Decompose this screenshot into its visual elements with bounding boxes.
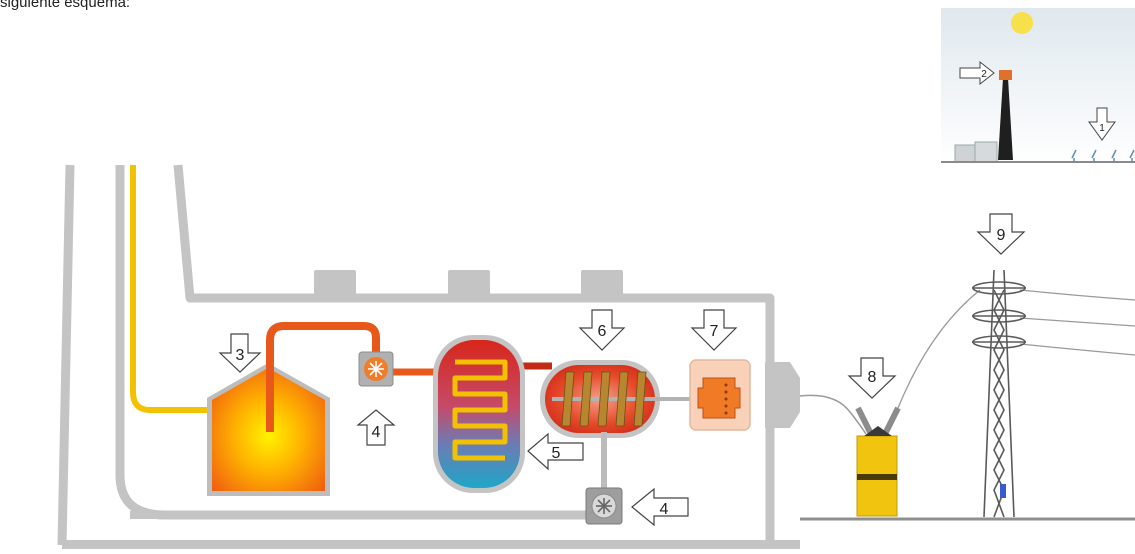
pump-star-icon (368, 361, 384, 377)
building-outline (57, 164, 800, 550)
arrow-9: 9 (976, 213, 1026, 255)
turbine-blades (561, 371, 647, 427)
transformer-to-tower-line (897, 289, 981, 409)
power-cables (1019, 289, 1135, 356)
sky-background (941, 8, 1135, 164)
solar-tower (998, 78, 1013, 160)
generator-dots (724, 383, 728, 415)
arrow-4-lower: 4 (631, 487, 689, 527)
arrow-6: 6 (578, 309, 626, 351)
arrow-1: 1 (1088, 107, 1116, 141)
arrow-7: 7 (690, 309, 738, 351)
fuel-pipe (130, 165, 212, 413)
arrow-5-label: 5 (552, 445, 561, 462)
arrow-6-label: 6 (598, 323, 607, 340)
generator-cable (799, 394, 867, 435)
tower-marker (1000, 484, 1006, 498)
generator (689, 359, 751, 431)
arrow-8-label: 8 (868, 369, 877, 386)
plant-building (954, 144, 978, 163)
arrow-9-label: 9 (997, 227, 1006, 244)
roof-vents (314, 270, 623, 300)
arrow-5: 5 (527, 432, 584, 471)
condenser-coil (452, 359, 508, 461)
arrow-2: 2 (959, 60, 995, 86)
pump-star-icon (596, 498, 612, 514)
upper-pump (358, 351, 394, 387)
arrow-3-label: 3 (236, 347, 245, 364)
arrow-2-label: 2 (981, 69, 987, 80)
building-right-wall (766, 300, 774, 548)
arrow-3: 3 (218, 333, 262, 373)
transformer (855, 406, 901, 517)
caption-text: siguiente esquema: (0, 0, 131, 11)
transmission-tower (972, 269, 1026, 518)
tower-receiver (999, 70, 1012, 80)
arrow-4-upper-label: 4 (372, 424, 381, 441)
arrow-8: 8 (847, 357, 897, 399)
solar-tower-inset: 2 1 (941, 8, 1135, 164)
arrow-4-lower-label: 4 (660, 501, 669, 518)
arrow-1-label: 1 (1099, 123, 1105, 134)
plant-building (974, 141, 998, 163)
arrow-7-label: 7 (710, 323, 719, 340)
sun-icon (1011, 12, 1033, 34)
condenser (433, 335, 525, 493)
arrow-4-upper: 4 (356, 409, 396, 446)
lower-pump (585, 487, 623, 525)
steam-pipe-boiler (266, 322, 380, 432)
turbine (540, 360, 690, 438)
heliostat-field (1071, 149, 1135, 162)
